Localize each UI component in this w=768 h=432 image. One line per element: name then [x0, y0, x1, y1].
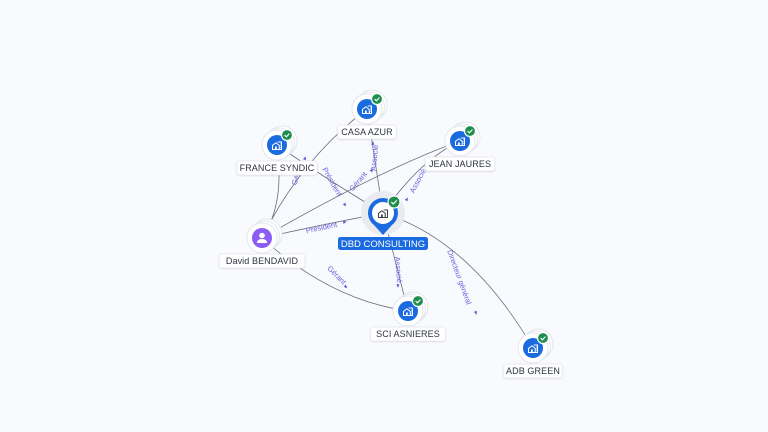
nodes-layer: DBD CONSULTING CASA AZUR FRANCE SYNDIC JEAN… [218, 89, 563, 379]
edge-arrow-icon [473, 310, 477, 315]
node-label-box [337, 124, 397, 140]
node-label: ADB GREEN [506, 366, 560, 376]
edge-arrow-icon [342, 220, 347, 224]
node-label: FRANCE SYNDIC [240, 163, 315, 173]
edge-arrow-icon [371, 141, 375, 145]
node-label: CASA AZUR [341, 127, 393, 137]
node-casa[interactable]: CASA AZUR [337, 89, 397, 140]
node-label: JEAN JAURES [429, 159, 491, 169]
check-icon [284, 133, 290, 138]
verified-badge-icon [536, 331, 550, 345]
node-label: David BENDAVID [226, 256, 299, 266]
node-david[interactable]: David BENDAVID [218, 218, 306, 269]
node-dbd[interactable]: DBD CONSULTING [338, 191, 428, 250]
edge-line [261, 237, 409, 312]
node-label-box [218, 253, 306, 269]
node-label-box [370, 326, 446, 342]
edge-line [261, 140, 461, 239]
edge-label: Associé [369, 144, 381, 171]
verified-badge-icon [463, 124, 477, 138]
edge-arrow-icon [404, 197, 408, 202]
edge-line [382, 212, 534, 349]
edge-label: Président [305, 220, 339, 236]
verified-badge-icon [387, 195, 401, 209]
node-label-box [503, 363, 563, 379]
node-icon-circle [450, 131, 470, 151]
node-icon-circle [523, 338, 543, 358]
node-adb[interactable]: ADB GREEN [503, 328, 563, 379]
node-icon-circle [398, 301, 418, 321]
check-icon [390, 199, 398, 205]
node-label-box [424, 156, 496, 172]
node-label: SCI ASNIERES [376, 329, 440, 339]
pin-inner [372, 202, 394, 224]
edge-arrow-icon [396, 284, 400, 288]
node-icon-circle [267, 135, 287, 155]
check-icon [374, 97, 380, 102]
edge-arrow-icon [302, 156, 306, 161]
check-icon [415, 299, 421, 304]
edge-arrow-icon [369, 168, 374, 173]
edge-label: Associé [408, 167, 428, 194]
check-icon [540, 336, 546, 341]
node-jean[interactable]: JEAN JAURES [424, 121, 496, 172]
edge-label: Directeur général [445, 249, 473, 306]
check-icon [467, 129, 473, 134]
central-label-box [338, 237, 428, 250]
verified-badge-icon [411, 294, 425, 308]
edge-label: Gérant [325, 264, 348, 287]
edge-arrow-icon [342, 202, 346, 207]
person-icon [257, 232, 267, 243]
node-icon-circle [357, 99, 377, 119]
edge-label: Gérant [347, 169, 369, 193]
node-label-box [236, 160, 318, 176]
node-label: DBD CONSULTING [341, 239, 425, 250]
edge-arrow-icon [343, 284, 348, 289]
verified-badge-icon [370, 92, 384, 106]
verified-badge-icon [280, 128, 294, 142]
node-sci[interactable]: SCI ASNIERES [370, 291, 446, 342]
node-france[interactable]: FRANCE SYNDIC [236, 125, 318, 176]
edge-label: Associé [393, 256, 404, 283]
